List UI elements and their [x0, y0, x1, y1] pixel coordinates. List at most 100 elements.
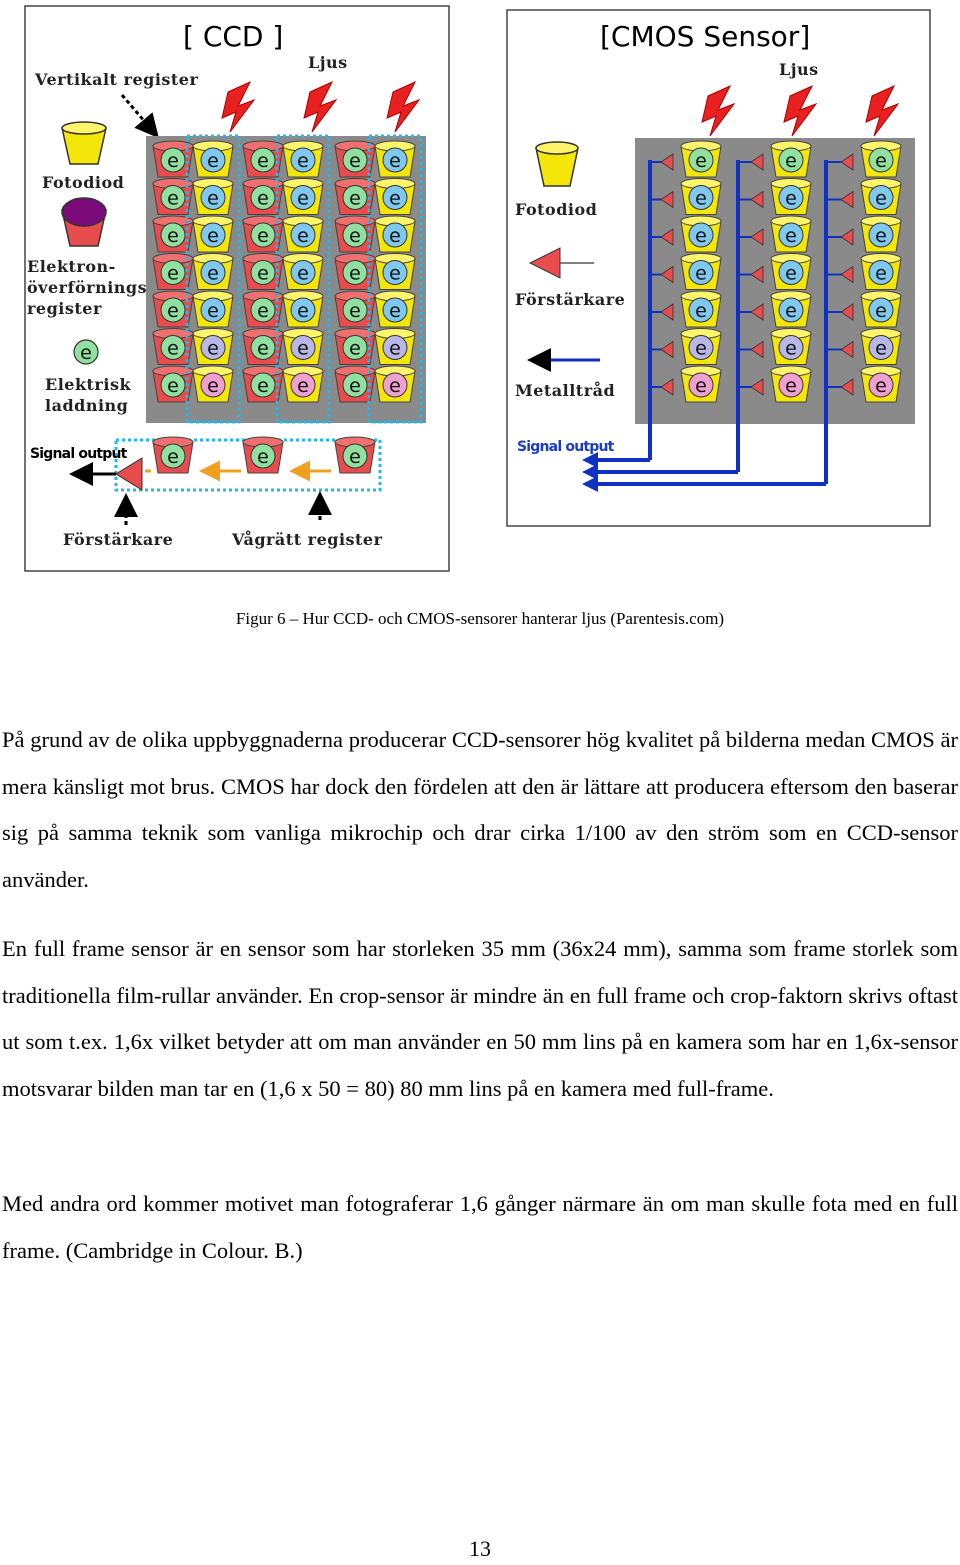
pixel-cell: e: [192, 140, 234, 178]
paragraph-1: På grund av de olika uppbyggnaderna prod…: [2, 727, 958, 892]
pixel-cell: e: [374, 365, 416, 403]
electron-label: e: [695, 263, 707, 285]
pixel-cell: e: [282, 290, 324, 328]
cmos-title: [CMOS Sensor]: [600, 20, 810, 53]
pixel-cell: e: [192, 178, 234, 215]
transfer-register-label-2: överförnings: [27, 278, 147, 297]
pixel-cell: e: [192, 365, 234, 403]
electron-label: e: [349, 446, 361, 468]
electron-label: e: [349, 338, 361, 360]
pixel-cell: e: [334, 328, 376, 365]
electron-label: e: [349, 263, 361, 285]
light-bolt: [865, 84, 900, 137]
pixel-cell: e: [242, 140, 284, 178]
electron-label: e: [167, 188, 179, 210]
pixel-cell: e: [374, 215, 416, 253]
horizontal-register-label: Vågrätt register: [231, 529, 383, 549]
pixel-cell: e: [680, 253, 722, 290]
pixel-cell: e: [242, 253, 284, 290]
electron-label: e: [167, 338, 179, 360]
pixel-cell: e: [770, 290, 812, 328]
electron-label: e: [785, 188, 797, 210]
pixel-cell: e: [860, 328, 902, 365]
pixel-cell: e: [192, 290, 234, 328]
charge-label-1: Elektrisk: [45, 375, 131, 394]
pixel-cell: e: [152, 436, 194, 474]
electron-label: e: [695, 188, 707, 210]
electron-label: e: [875, 150, 887, 172]
pixel-cell: e: [334, 290, 376, 328]
pixel-cell: e: [192, 253, 234, 290]
pixel-cell: e: [152, 215, 194, 253]
pixel-cell: e: [334, 253, 376, 290]
paragraph-3: Med andra ord kommer motivet man fotogra…: [2, 1191, 958, 1263]
electron-label: e: [297, 263, 309, 285]
pixel-cell: e: [680, 328, 722, 365]
ccd-panel: [ CCD ] Vertikalt register Ljus Fotodiod…: [24, 5, 450, 572]
cmos-light-label: Ljus: [779, 60, 819, 79]
paragraph-2: En full frame sensor är en sensor som ha…: [2, 936, 958, 1101]
cmos-signal-output-label: Signal output: [517, 439, 615, 455]
pixel-cell: e: [680, 365, 722, 403]
legend-electron: e: [80, 342, 92, 364]
electron-label: e: [297, 300, 309, 322]
electron-label: e: [167, 225, 179, 247]
electron-label: e: [695, 225, 707, 247]
transfer-register-label-1: Elektron-: [27, 257, 116, 276]
electron-label: e: [167, 446, 179, 468]
electron-label: e: [297, 375, 309, 397]
ccd-signal-output-label: Signal output: [30, 446, 128, 462]
electron-label: e: [389, 150, 401, 172]
pixel-cell: e: [152, 253, 194, 290]
electron-label: e: [349, 188, 361, 210]
cmos-photodiode-label: Fotodiod: [515, 200, 597, 219]
ccd-amplifier-label: Förstärkare: [63, 530, 173, 549]
light-bolt: [783, 84, 818, 137]
electron-label: e: [389, 263, 401, 285]
electron-label: e: [297, 338, 309, 360]
pixel-cell: e: [770, 140, 812, 178]
electron-label: e: [207, 225, 219, 247]
electron-label: e: [297, 150, 309, 172]
electron-label: e: [297, 225, 309, 247]
pixel-cell: e: [334, 215, 376, 253]
pixel-cell: e: [282, 328, 324, 365]
electron-label: e: [785, 375, 797, 397]
electron-label: e: [389, 300, 401, 322]
ccd-title: [ CCD ]: [183, 20, 283, 53]
pixel-cell: e: [242, 436, 284, 474]
electron-label: e: [257, 150, 269, 172]
pixel-cell: e: [680, 215, 722, 253]
cmos-amplifier-label: Förstärkare: [515, 290, 625, 309]
electron-label: e: [875, 375, 887, 397]
electron-label: e: [257, 263, 269, 285]
cmos-panel: [CMOS Sensor] Ljus Fotodiod Förstärkare …: [506, 9, 931, 527]
electron-label: e: [207, 375, 219, 397]
electron-label: e: [207, 150, 219, 172]
electron-label: e: [167, 150, 179, 172]
charge-label-2: laddning: [45, 396, 128, 415]
electron-label: e: [349, 225, 361, 247]
electron-label: e: [257, 188, 269, 210]
pixel-cell: e: [374, 290, 416, 328]
cmos-light-bolts: [701, 84, 900, 137]
electron-label: e: [167, 263, 179, 285]
pixel-cell: e: [374, 178, 416, 215]
ccd-light-bolts: [221, 80, 421, 133]
pixel-cell: e: [860, 290, 902, 328]
electron-label: e: [695, 300, 707, 322]
pixel-cell: e: [860, 140, 902, 178]
pixel-cell: e: [680, 178, 722, 215]
electron-label: e: [257, 300, 269, 322]
pixel-cell: e: [152, 290, 194, 328]
pixel-cell: e: [282, 215, 324, 253]
light-bolt: [701, 84, 736, 137]
electron-label: e: [875, 300, 887, 322]
pixel-cell: e: [860, 215, 902, 253]
pixel-cell: e: [860, 365, 902, 403]
electron-label: e: [695, 375, 707, 397]
pixel-cell: e: [242, 328, 284, 365]
pixel-cell: e: [680, 290, 722, 328]
pixel-cell: e: [152, 365, 194, 403]
